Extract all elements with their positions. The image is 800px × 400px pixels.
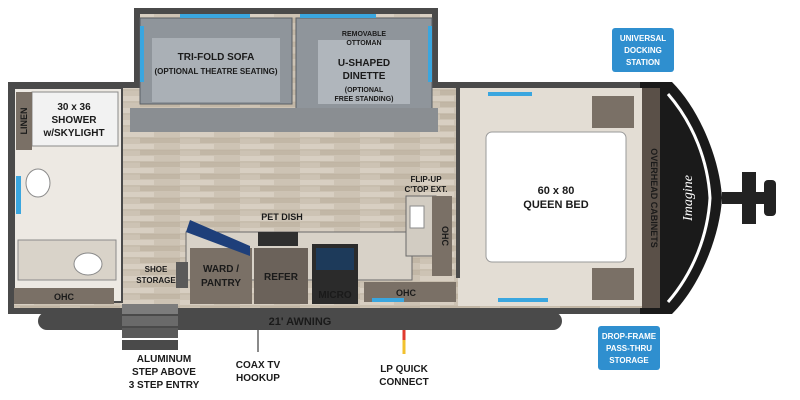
ward-pantry bbox=[190, 248, 252, 304]
drop-frame-line-3: STORAGE bbox=[609, 356, 649, 365]
aluminum-label: ALUMINUM bbox=[137, 354, 191, 365]
shower-label: SHOWER bbox=[52, 115, 98, 126]
refer-label: REFER bbox=[264, 272, 299, 283]
slide-furniture bbox=[130, 14, 438, 132]
overhead-cabinets bbox=[642, 88, 660, 308]
awning: 21' AWNING bbox=[38, 312, 562, 330]
dinette-label-2: DINETTE bbox=[343, 71, 386, 82]
drop-frame-line-1: DROP-FRAME bbox=[602, 332, 657, 341]
exterior-labels: ALUMINUM STEP ABOVE 3 STEP ENTRY COAX TV… bbox=[129, 354, 429, 391]
docking-box bbox=[612, 28, 674, 72]
front-cap-stripe bbox=[666, 93, 712, 303]
nightstand-top bbox=[592, 96, 634, 128]
slide-window-3 bbox=[428, 26, 432, 82]
step-entry-label: 3 STEP ENTRY bbox=[129, 380, 200, 391]
ward-label-1: WARD / bbox=[203, 264, 239, 275]
bedroom-wall bbox=[456, 88, 460, 278]
dinette-label-1: U-SHAPED bbox=[338, 58, 390, 69]
bath-sink bbox=[73, 252, 103, 276]
sofa-label: TRI-FOLD SOFA bbox=[178, 52, 255, 63]
entry-steps bbox=[122, 304, 178, 350]
drop-frame-callout: DROP-FRAME PASS-THRU STORAGE bbox=[598, 326, 660, 370]
kitchen-ohc-label: OHC bbox=[440, 226, 450, 247]
lp-label-2: CONNECT bbox=[379, 377, 428, 388]
docking-line-1: UNIVERSAL bbox=[620, 34, 666, 43]
slide-window-1 bbox=[180, 14, 250, 18]
bath-window bbox=[16, 176, 21, 214]
bathroom bbox=[13, 87, 123, 304]
bed-label: QUEEN BED bbox=[523, 199, 588, 211]
coax-label-2: HOOKUP bbox=[236, 373, 280, 384]
dinette-note-1: (OPTIONAL bbox=[345, 87, 384, 94]
toilet bbox=[25, 168, 51, 198]
step-above-label: STEP ABOVE bbox=[132, 367, 196, 378]
hitch-jack bbox=[742, 172, 756, 224]
refrigerator bbox=[254, 248, 308, 304]
pet-dish-ramp bbox=[186, 220, 250, 256]
brand-logo: Imagine bbox=[681, 175, 696, 222]
lp-label-1: LP QUICK bbox=[380, 364, 428, 375]
shoe-label-2: STORAGE bbox=[136, 276, 176, 285]
bedroom bbox=[456, 88, 660, 308]
shoe-label-1: SHOE bbox=[145, 265, 168, 274]
bottom-ohc-label: OHC bbox=[396, 288, 417, 298]
bath-ohc-label: OHC bbox=[54, 292, 75, 302]
bedroom-window-bottom bbox=[498, 298, 548, 302]
slide-floor-edge bbox=[130, 108, 438, 132]
dinette-note-2: FREE STANDING) bbox=[335, 96, 394, 103]
kitchen-ohc bbox=[432, 196, 452, 276]
shower-size: 30 x 36 bbox=[57, 102, 91, 113]
linen-label: LINEN bbox=[19, 108, 29, 135]
bedroom-window-top bbox=[488, 92, 532, 96]
drop-frame-box bbox=[598, 326, 660, 370]
sofa-seat bbox=[152, 38, 280, 102]
step-4 bbox=[122, 340, 178, 350]
kitchen bbox=[176, 195, 456, 304]
flip-up-label-2: C'TOP EXT. bbox=[405, 185, 448, 194]
overhead-label: OVERHEAD CABINETS bbox=[649, 148, 659, 248]
ottoman-label-1: REMOVABLE bbox=[342, 31, 387, 38]
linen-closet bbox=[16, 92, 32, 150]
ottoman-label-2: OTTOMAN bbox=[346, 40, 381, 47]
step-1 bbox=[122, 304, 178, 314]
sofa-note: (OPTIONAL THEATRE SEATING) bbox=[154, 67, 277, 76]
room-labels: 30 x 36 SHOWER w/SKYLIGHT LINEN TRI-FOLD… bbox=[19, 31, 659, 302]
nightstand-bottom bbox=[592, 268, 634, 300]
docking-line-3: STATION bbox=[626, 58, 660, 67]
pet-dish-bin bbox=[258, 232, 298, 246]
queen-bed bbox=[485, 131, 627, 263]
slide-window-2 bbox=[300, 14, 376, 18]
kitchen-window bbox=[372, 298, 404, 302]
flip-up-label-1: FLIP-UP bbox=[410, 175, 442, 184]
awning-label: 21' AWNING bbox=[269, 316, 332, 328]
docking-callout: UNIVERSAL DOCKING STATION bbox=[612, 28, 674, 72]
ward-label-2: PANTRY bbox=[201, 278, 241, 289]
stove-top bbox=[316, 248, 354, 270]
shower-skylight: w/SKYLIGHT bbox=[42, 128, 104, 139]
micro-label: MICRO bbox=[318, 290, 352, 301]
pet-dish-label: PET DISH bbox=[261, 212, 303, 222]
hitch bbox=[722, 172, 776, 224]
step-3 bbox=[122, 328, 178, 338]
slide-window-4 bbox=[140, 26, 144, 82]
drop-frame-line-2: PASS-THRU bbox=[606, 344, 652, 353]
shoe-storage bbox=[176, 262, 188, 288]
bath-ohc bbox=[14, 288, 114, 304]
hitch-coupler bbox=[764, 180, 776, 216]
docking-line-2: DOCKING bbox=[624, 46, 662, 55]
dinette-table bbox=[318, 40, 410, 104]
step-2 bbox=[122, 316, 178, 326]
kitchen-sink bbox=[409, 205, 425, 229]
bed-size: 60 x 80 bbox=[538, 185, 575, 197]
shower-stall bbox=[31, 91, 119, 147]
kitchen-ohc-bottom bbox=[364, 282, 456, 302]
coax-label-1: COAX TV bbox=[236, 360, 281, 371]
front-cap bbox=[640, 82, 722, 314]
